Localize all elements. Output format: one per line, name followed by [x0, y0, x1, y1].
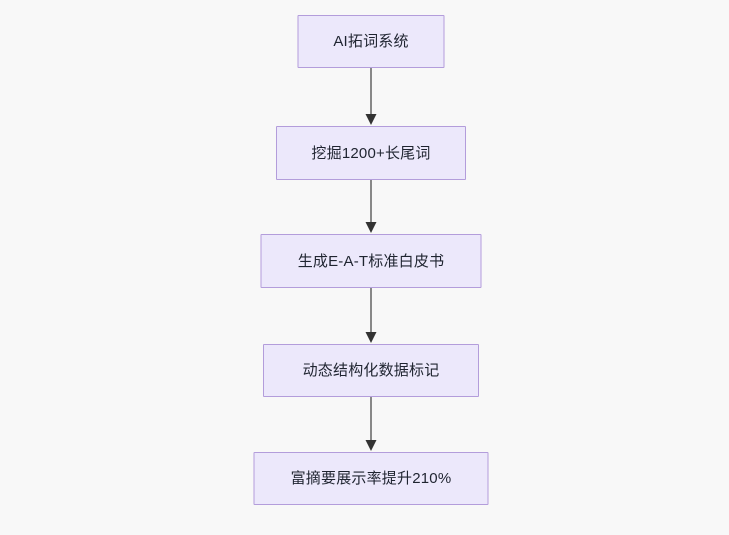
flow-node-rich-snippet-impression-uplift[interactable]: 富摘要展示率提升210%: [253, 452, 489, 505]
flow-edge-n2-n3: [364, 180, 378, 234]
flow-node-dynamic-structured-data-markup[interactable]: 动态结构化数据标记: [263, 344, 479, 397]
flow-node-label: AI拓词系统: [333, 33, 409, 50]
flow-node-label: 挖掘1200+长尾词: [311, 144, 431, 162]
flow-node-generate-eat-whitepaper[interactable]: 生成E-A-T标准白皮书: [260, 234, 482, 288]
flow-node-label: 生成E-A-T标准白皮书: [297, 252, 445, 270]
flow-edge-n4-n5: [364, 397, 378, 452]
flow-edge-n3-n4: [364, 288, 378, 344]
flow-node-label: 富摘要展示率提升210%: [290, 470, 452, 487]
flow-edge-n1-n2: [364, 68, 378, 126]
flow-node-ai-keyword-system[interactable]: AI拓词系统: [297, 15, 445, 68]
flow-node-mine-longtail-keywords[interactable]: 挖掘1200+长尾词: [276, 126, 466, 180]
flow-node-label: 动态结构化数据标记: [302, 362, 440, 379]
